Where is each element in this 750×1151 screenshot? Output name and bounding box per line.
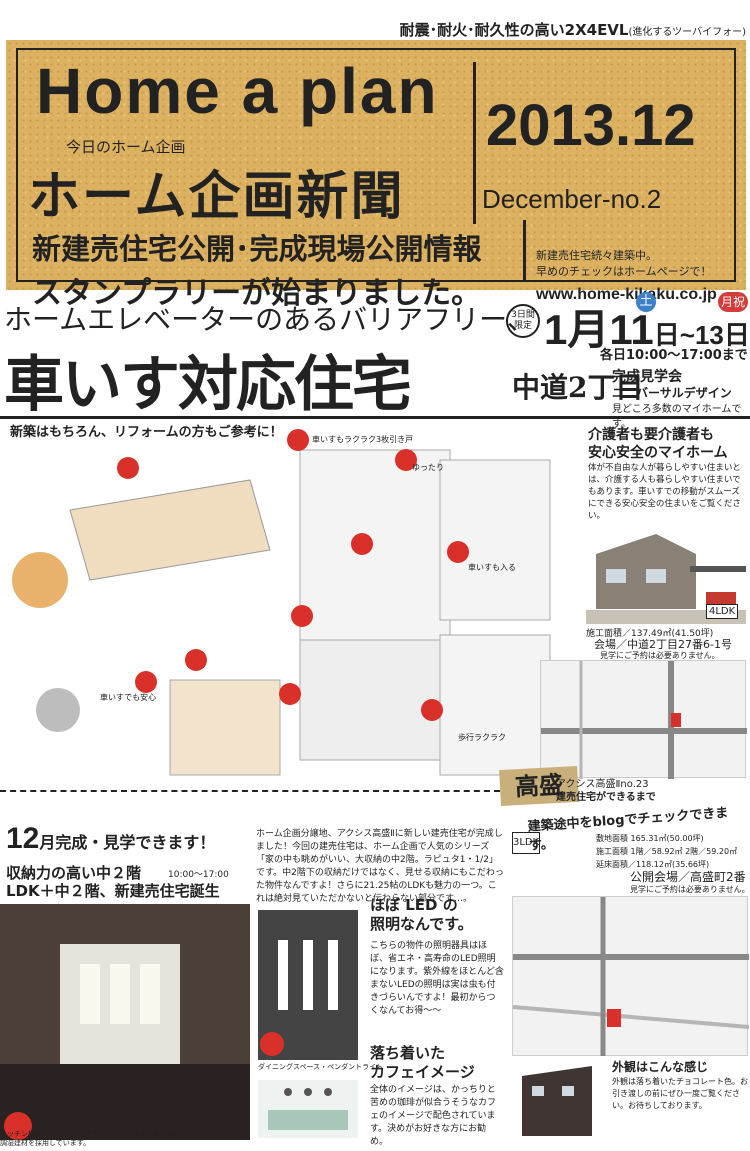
side-heading-1: 介護者も要介護者も <box>588 427 714 443</box>
exterior-photo-svg <box>512 1056 608 1146</box>
tagline-sub: (進化するツーバイフォー) <box>628 27 746 38</box>
side-body: 体が不自由な人が暮らしやすい住まいとは、介護する人も暮らしやすい住まいでもありま… <box>588 463 741 521</box>
date-from: 1月11 <box>544 306 654 353</box>
masthead-frame <box>16 48 736 282</box>
led-body: こちらの物件の照明器具はほぼ、省エネ・高寿命のLED照明になります。紫外線をほと… <box>370 941 504 1016</box>
brand-title-en: Home a plan <box>36 55 439 127</box>
svg-text:車いすでも安心: 車いすでも安心 <box>100 692 156 702</box>
led-photo-svg <box>258 910 358 1060</box>
led-photo <box>258 910 358 1060</box>
venue-takamori-note: 見学にご予約は必要ありません。 <box>630 885 750 894</box>
map-svg-2 <box>512 897 750 1057</box>
led-heading-2: 照明なんです。 <box>370 915 473 933</box>
exterior-body: 外観は落ち着いたチョコレート色。お引き渡しの前にぜひ一度ご覧ください。お待ちして… <box>612 1077 748 1110</box>
cafe-heading-2: カフェイメージ <box>370 1063 475 1081</box>
december-title-text: 月完成・見学できます！ <box>39 835 216 852</box>
december-month: 12 <box>6 822 40 855</box>
limited-badge: 3日間限定 <box>506 304 540 338</box>
event-highlights: 見どころ多数のマイホームです。 <box>612 404 742 430</box>
dashed-divider <box>0 790 500 792</box>
house-render <box>586 514 746 624</box>
svg-text:ゆったり: ゆったり <box>412 463 444 472</box>
spec-site-area: 敷地面積 165.31㎡(50.00坪) <box>596 834 704 843</box>
masthead-divider <box>473 62 476 224</box>
takamori-sub-1: アクシス高盛Ⅱno.23 <box>556 779 649 790</box>
cafe-photo-svg <box>258 1080 358 1138</box>
note-line-1: 新建売住宅続々建築中。 <box>536 249 657 262</box>
event-location: 中道2丁目 <box>512 371 644 404</box>
house-illustration: 新築はもちろん、リフォームの方もご参考に！ 車いすもラクラク3枚引き戸 ゆったり… <box>0 420 570 780</box>
interior-photo-svg <box>0 904 250 1140</box>
storage-headline: 収納力の高い中２階 <box>6 864 142 882</box>
event-design: ユニバーサルデザイン <box>612 386 732 400</box>
header-tagline: 耐震･耐火･耐久性の高い2X4EVL(進化するツーバイフォー) <box>0 0 750 40</box>
illustration-heading: 新築はもちろん、リフォームの方もご参考に！ <box>10 424 283 440</box>
ldk-headline: LDK＋中２階、新建売住宅誕生 <box>6 882 220 900</box>
event-dates: 1月11日~13日 <box>544 296 750 357</box>
interior-caption: キッチン横のカウンターを標準で設けています。床にはエコ・カラットという調湿建材を… <box>0 1130 245 1147</box>
led-heading-1: ほぼ LED の <box>370 896 458 914</box>
event-hours: 各日10:00～17:00まで <box>600 348 748 363</box>
exterior-photo <box>512 1056 608 1146</box>
venue-note: 見学にご予約は必要ありません。 <box>600 651 720 660</box>
issue-number: December-no.2 <box>482 184 662 214</box>
headline-2: スタンプラリーが始まりました。 <box>32 276 482 311</box>
spec-total-area: 延床面積／118.12㎡(35.66坪) <box>596 860 710 869</box>
ldk-badge: 4LDK <box>706 604 739 619</box>
event-type: 完成見学会 <box>612 369 682 385</box>
takamori-sub: アクシス高盛Ⅱno.23 建売住宅ができるまで <box>556 778 708 808</box>
ldk3-badge: 3LDK <box>512 832 540 854</box>
cafe-heading-1: 落ち着いた <box>370 1044 446 1062</box>
side-heading: 介護者も要介護者も 安心安全のマイホーム <box>588 426 728 462</box>
storage-hours: 10:00～17:00 <box>168 870 229 880</box>
led-caption: ダイニングスペース・ペンダントライト <box>258 1063 384 1071</box>
cafe-photo <box>258 1080 358 1138</box>
brand-subtitle: 今日のホーム企画 <box>66 138 186 156</box>
venue-address: 会場／中道2丁目27番6-1号 <box>594 638 732 651</box>
map-nakamichi <box>540 660 747 779</box>
website-link[interactable]: www.home-kikaku.co.jp <box>536 286 717 303</box>
svg-text:車いすも入る: 車いすも入る <box>468 562 516 572</box>
spec-list: 敷地面積 165.31㎡(50.00坪) 施工面積 1階／58.92㎡ 2階／5… <box>596 832 737 871</box>
issue-date: 2013.12 <box>486 93 696 158</box>
map-svg-1 <box>541 661 747 779</box>
december-title: 12月完成・見学できます！ <box>6 822 215 856</box>
promo-title: 車いす対応住宅 <box>4 350 412 420</box>
takamori-sub-2: 建売住宅ができるまで <box>556 792 656 803</box>
cafe-heading: 落ち着いた カフェイメージ <box>370 1044 475 1082</box>
cafe-body: 全体のイメージは、かっちりと苦めの珈琲が似合うそうなカフェのイメージで配色されて… <box>370 1085 497 1147</box>
promo-lead: ホームエレベーターのあるバリアフリー、 <box>4 303 535 336</box>
note-line-2: 早めのチェックはホームページで！ <box>536 265 712 278</box>
illustration-svg: 新築はもちろん、リフォームの方もご参考に！ 車いすもラクラク3枚引き戸 ゆったり… <box>0 420 570 780</box>
date-end: 日 <box>723 320 750 350</box>
svg-text:車いすもラクラク3枚引き戸: 車いすもラクラク3枚引き戸 <box>312 434 413 444</box>
tagline-main: 耐震･耐火･耐久性の高い2X4EVL <box>399 21 629 39</box>
interior-photo <box>0 904 250 1140</box>
spec-floor-area: 施工面積 1階／58.92㎡ 2階／59.20㎡ <box>596 847 738 856</box>
section-rule <box>0 416 750 419</box>
construction-area: 施工面積／137.49㎡(41.50坪) <box>586 629 714 639</box>
saturday-badge: 土 <box>636 292 656 312</box>
date-to: 日~13 <box>653 320 724 350</box>
headline-1: 新建売住宅公開･完成現場公開情報 <box>32 232 482 266</box>
description: ホーム企画分譲地、アクシス高盛Ⅱに新しい建売住宅が完成しました！今回の建売住宅は… <box>256 829 504 904</box>
holiday-badge: 月祝 <box>718 292 748 312</box>
map-takamori <box>512 896 750 1057</box>
brand-title-jp: ホーム企画新聞 <box>28 167 405 227</box>
led-heading: ほぼ LED の 照明なんです。 <box>370 896 473 934</box>
masthead-divider-2 <box>523 220 526 282</box>
venue-takamori: 公開会場／高盛町2番 <box>630 870 746 884</box>
masthead: Home a plan 今日のホーム企画 ホーム企画新聞 2013.12 Dec… <box>6 40 746 311</box>
side-heading-2: 安心安全のマイホーム <box>588 445 728 461</box>
house-render-svg <box>586 534 746 624</box>
svg-text:歩行ラクラク: 歩行ラクラク <box>458 732 506 742</box>
exterior-heading: 外観はこんな感じ <box>612 1060 709 1074</box>
masthead-note: 新建売住宅続々建築中。 早めのチェックはホームページで！ <box>536 248 711 280</box>
